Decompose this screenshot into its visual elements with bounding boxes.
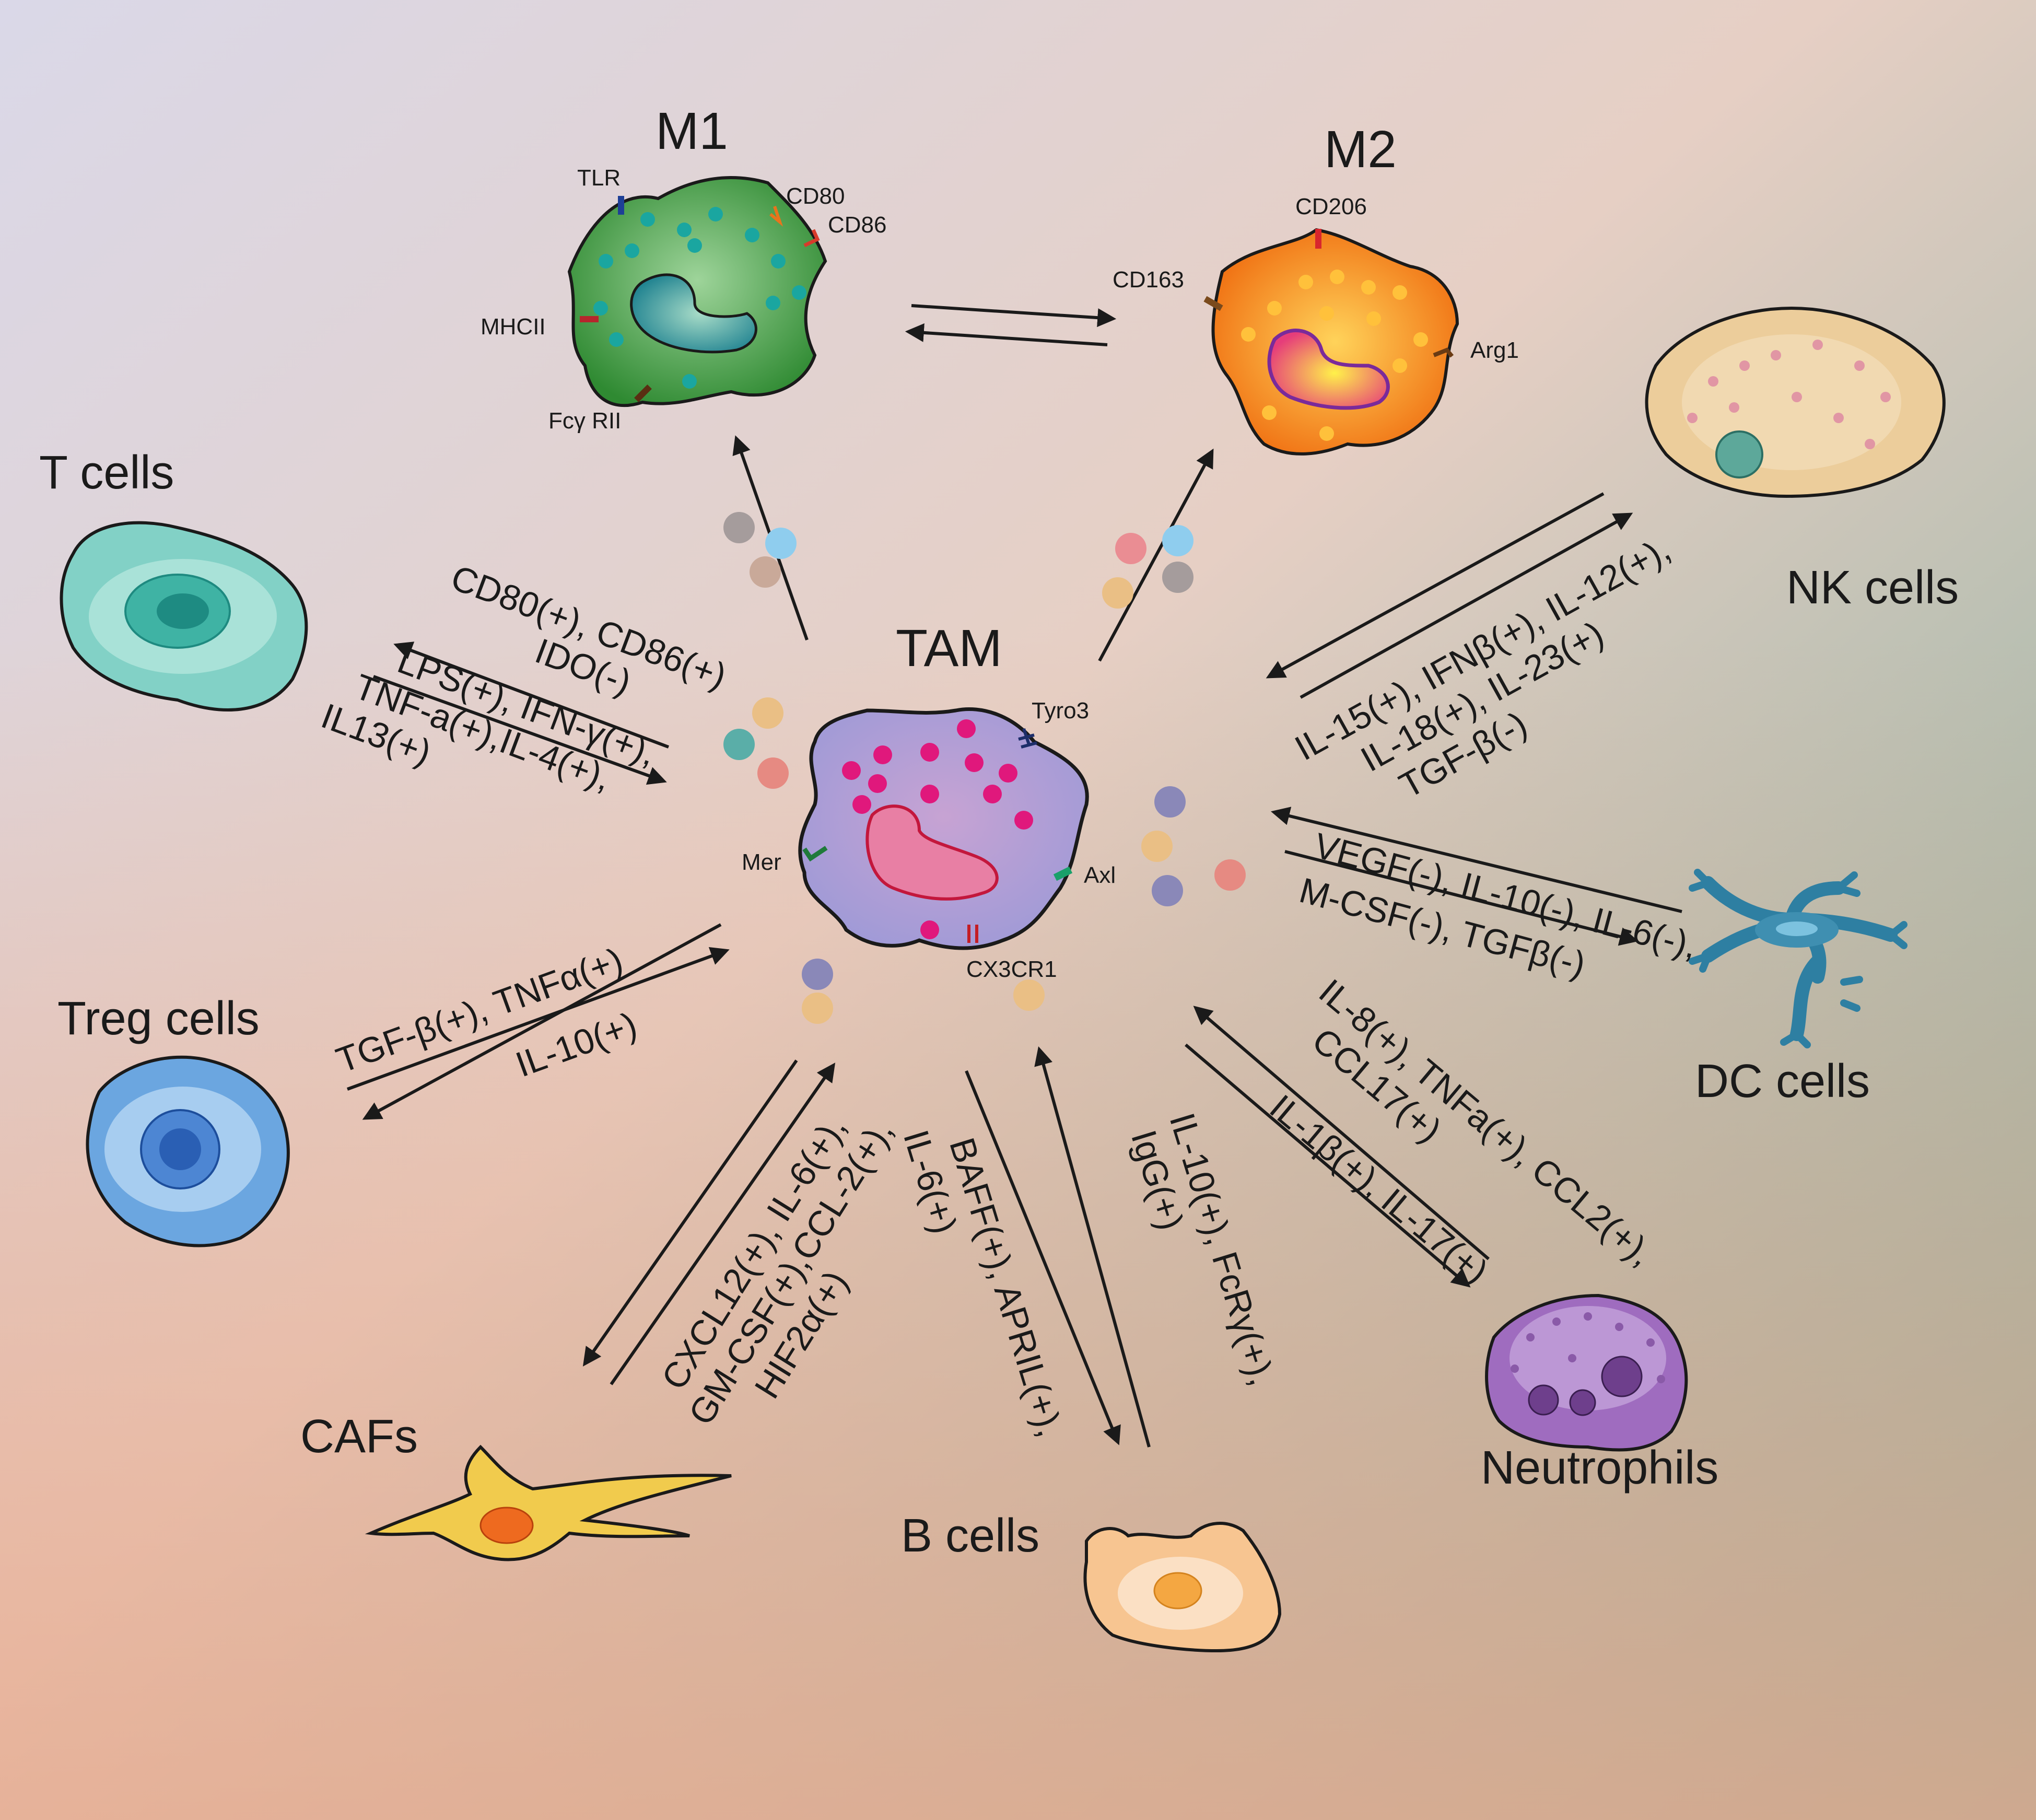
- t-cell: T cells: [39, 447, 308, 712]
- nk-cell: NK cells: [1645, 306, 1959, 614]
- mer-label: Mer: [742, 849, 781, 875]
- cafs-title: CAFs: [300, 1410, 418, 1463]
- axl-receptor-icon: [1053, 866, 1073, 881]
- b-to-tam-arrow: [1034, 1046, 1151, 1448]
- m1-macrophage: M1 TLR CD80 CD86 MHCII Fcγ RII: [481, 102, 887, 434]
- tam-cell: TAM Tyro3 Mer Axl CX3CR1: [742, 619, 1116, 982]
- nk-cell-cytoplasm: [1682, 334, 1901, 470]
- cx3cr1-label: CX3CR1: [966, 956, 1057, 982]
- m2-cell-body: [1211, 228, 1459, 456]
- neutrophil-to-tam-arrow: [1193, 1006, 1490, 1261]
- cd206-receptor-icon: [1315, 229, 1321, 249]
- m1-cell-body: [567, 176, 827, 407]
- mhcii-label: MHCII: [481, 314, 546, 340]
- tlr-receptor-icon: [618, 196, 624, 215]
- m1-to-m2-arrow: [911, 304, 1117, 328]
- cd80-receptor-icon: [769, 206, 783, 227]
- tam-to-neutrophil-arrow: [1185, 1043, 1471, 1288]
- neutrophil-lobes: [1528, 1356, 1643, 1416]
- b-cell: B cells: [901, 1510, 1282, 1653]
- m2-to-m1-arrow: [905, 323, 1108, 346]
- b-cells-title: B cells: [901, 1510, 1039, 1562]
- neutrophil-granules: [1511, 1312, 1665, 1383]
- nk-cells-title: NK cells: [1786, 562, 1959, 614]
- cd86-receptor-icon: [803, 229, 820, 248]
- dc-dendrites: [1689, 869, 1908, 1048]
- m2-granules: [1241, 270, 1428, 441]
- arg1-label: Arg1: [1470, 337, 1519, 363]
- dc-cell: DC cells: [1689, 869, 1908, 1107]
- treg-cells-title: Treg cells: [57, 993, 260, 1045]
- neutrophils-title: Neutrophils: [1481, 1442, 1718, 1494]
- cd80-label: CD80: [786, 183, 845, 209]
- cytokine-dot-icons-tam: [723, 697, 1246, 1024]
- treg-to-tam-arrow: [346, 947, 730, 1091]
- m2-nucleus: [1267, 329, 1390, 410]
- m1-granules: [593, 207, 806, 389]
- caf-cell: CAFs: [300, 1410, 732, 1561]
- nk-to-tam-arrow: [1266, 492, 1605, 679]
- dc-to-tam-arrow: [1271, 807, 1682, 913]
- cytokine-dot-icons-m2: [1102, 525, 1193, 609]
- mhcii-receptor-icon: [580, 316, 599, 322]
- tam-to-treg-arrow: [362, 923, 722, 1120]
- caf-to-tam-arrow: [610, 1063, 836, 1385]
- m2-title: M2: [1324, 120, 1397, 179]
- tam-title: TAM: [896, 619, 1002, 678]
- tam-to-dc-arrow: [1284, 850, 1639, 946]
- tam-to-m2-arrow: [1098, 448, 1214, 662]
- arg1-receptor-icon: [1433, 347, 1454, 358]
- tam-granules: [842, 719, 1033, 939]
- neutrophil-cell: Neutrophils: [1481, 1293, 1718, 1494]
- m1-title: M1: [656, 102, 728, 160]
- tyro3-receptor-icon: [1018, 728, 1037, 749]
- tyro3-label: Tyro3: [1032, 698, 1089, 724]
- fcyrii-receptor-icon: [634, 384, 652, 402]
- cd163-label: CD163: [1113, 267, 1184, 293]
- axl-label: Axl: [1084, 862, 1116, 888]
- mer-receptor-icon: [802, 846, 828, 862]
- tam-to-caf-arrow: [582, 1059, 798, 1367]
- tlr-label: TLR: [577, 165, 621, 191]
- cytokine-dot-icons-m1: [723, 512, 797, 588]
- dc-cells-title: DC cells: [1695, 1055, 1870, 1107]
- tam-to-nk-arrow: [1300, 512, 1633, 699]
- caf-cell-body: [365, 1444, 732, 1561]
- tam-cell-body: [798, 707, 1089, 950]
- treg-cell: Treg cells: [57, 993, 290, 1247]
- m1-nucleus: [630, 273, 757, 354]
- cx3cr1-receptor-icon: [967, 925, 978, 943]
- cd206-label: CD206: [1295, 194, 1367, 219]
- nk-granules: [1687, 340, 1891, 449]
- cd86-label: CD86: [828, 212, 887, 238]
- b-cell-nucleus: [1153, 1572, 1202, 1609]
- tam-nucleus: [865, 804, 999, 901]
- t-to-tam-arrow: [372, 675, 667, 785]
- tam-to-b-arrow: [965, 1070, 1121, 1445]
- tam-to-t-arrow: [393, 641, 670, 749]
- caf-cell-nucleus: [479, 1507, 534, 1544]
- m2-macrophage: M2 CD206 CD163 Arg1: [1113, 120, 1519, 456]
- cd163-receptor-icon: [1203, 296, 1223, 311]
- fcyrii-label: Fcγ RII: [548, 408, 621, 434]
- nk-cell-nucleus: [1715, 430, 1763, 479]
- t-cells-title: T cells: [39, 447, 174, 499]
